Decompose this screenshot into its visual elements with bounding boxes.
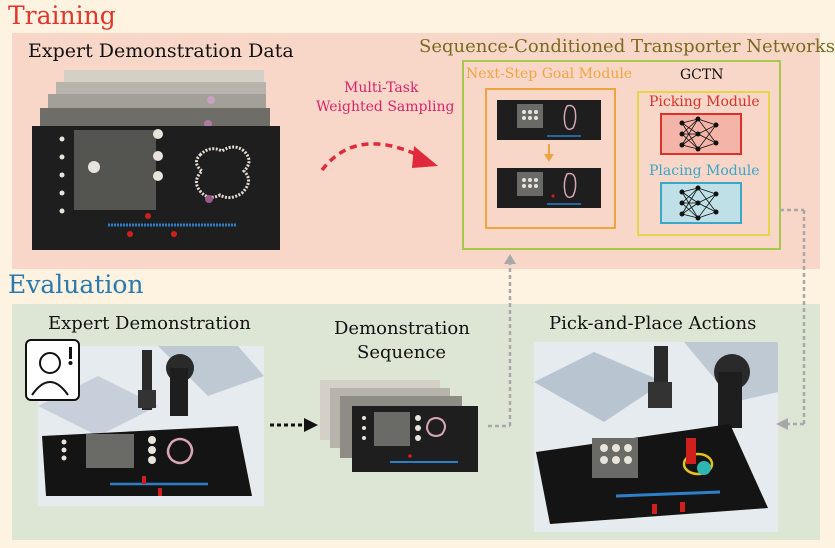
network-box (462, 60, 781, 250)
user-alert-icon (25, 339, 80, 401)
evaluation-title: Evaluation (8, 270, 144, 299)
sampling-arrow (320, 142, 438, 172)
picking-module-label: Picking Module (649, 94, 760, 110)
gctn-label: GCTN (680, 67, 724, 83)
sequence-label-line1: Demonstration (334, 318, 470, 339)
expert-demonstration-label: Expert Demonstration (48, 313, 251, 334)
expert-data-label: Expert Demonstration Data (28, 40, 294, 62)
network-to-actions-connector (776, 208, 806, 430)
expert-to-sequence-arrow (270, 418, 318, 432)
pick-and-place-scene (534, 342, 778, 532)
gctn-box (637, 91, 770, 236)
expert-data-stack (32, 70, 280, 250)
sequence-label-line2: Sequence (357, 342, 447, 363)
sequence-to-network-connector (488, 254, 516, 428)
goal-module-frames (497, 100, 601, 208)
picking-neural-net-icon (679, 116, 719, 152)
goal-module-box (485, 88, 616, 229)
placing-module-label: Placing Module (649, 163, 760, 179)
user-icon (31, 347, 73, 396)
demonstration-sequence-stack (320, 380, 478, 472)
network-title: Sequence-Conditioned Transporter Network… (419, 36, 835, 57)
sampling-label-line1: Multi-Task (344, 80, 419, 96)
expert-demonstration-scene (38, 346, 264, 506)
placing-neural-net-icon (679, 185, 719, 221)
training-title: Training (8, 1, 116, 30)
goal-module-label: Next-Step Goal Module (466, 66, 633, 82)
actions-label: Pick-and-Place Actions (549, 313, 757, 334)
sampling-label-line2: Weighted Sampling (316, 99, 455, 115)
